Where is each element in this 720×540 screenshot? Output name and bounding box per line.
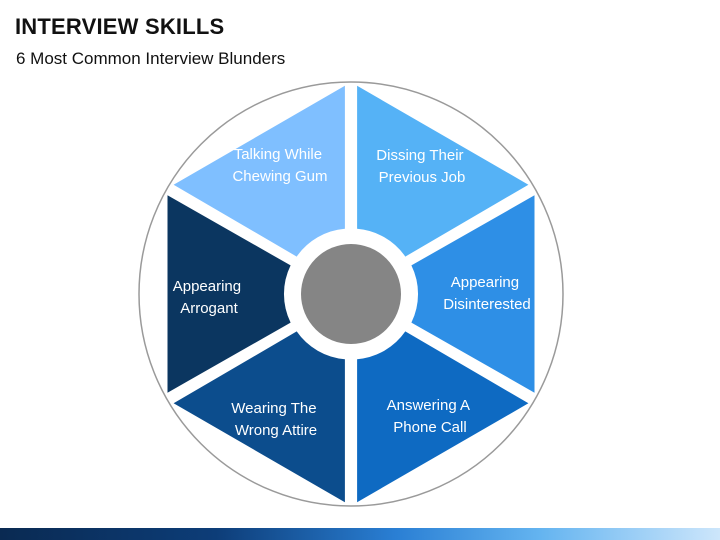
- segment-label-bottom-right: Answering A Phone Call: [387, 397, 474, 436]
- segment-label-left: Appearing Arrogant: [173, 278, 246, 317]
- segment-label-top-left: Talking While Chewing Gum: [232, 146, 327, 185]
- segment-left: [167, 195, 291, 393]
- segment-bottom-right: [357, 331, 529, 503]
- segment-label-right: Appearing Disinterested: [443, 274, 531, 313]
- segment-top-right: [357, 85, 529, 257]
- segment-top-left: [173, 85, 345, 257]
- footer-gradient-bar: [0, 528, 720, 540]
- segment-bottom-left: [173, 331, 345, 503]
- slide-subtitle: 6 Most Common Interview Blunders: [16, 49, 286, 68]
- segment-label-top-right: Dissing Their Previous Job: [376, 147, 467, 186]
- slide-title: INTERVIEW SKILLS: [15, 14, 225, 39]
- center-hub: [301, 244, 401, 344]
- segment-label-bottom-left: Wearing The Wrong Attire: [231, 400, 321, 439]
- segment-right: [411, 195, 535, 393]
